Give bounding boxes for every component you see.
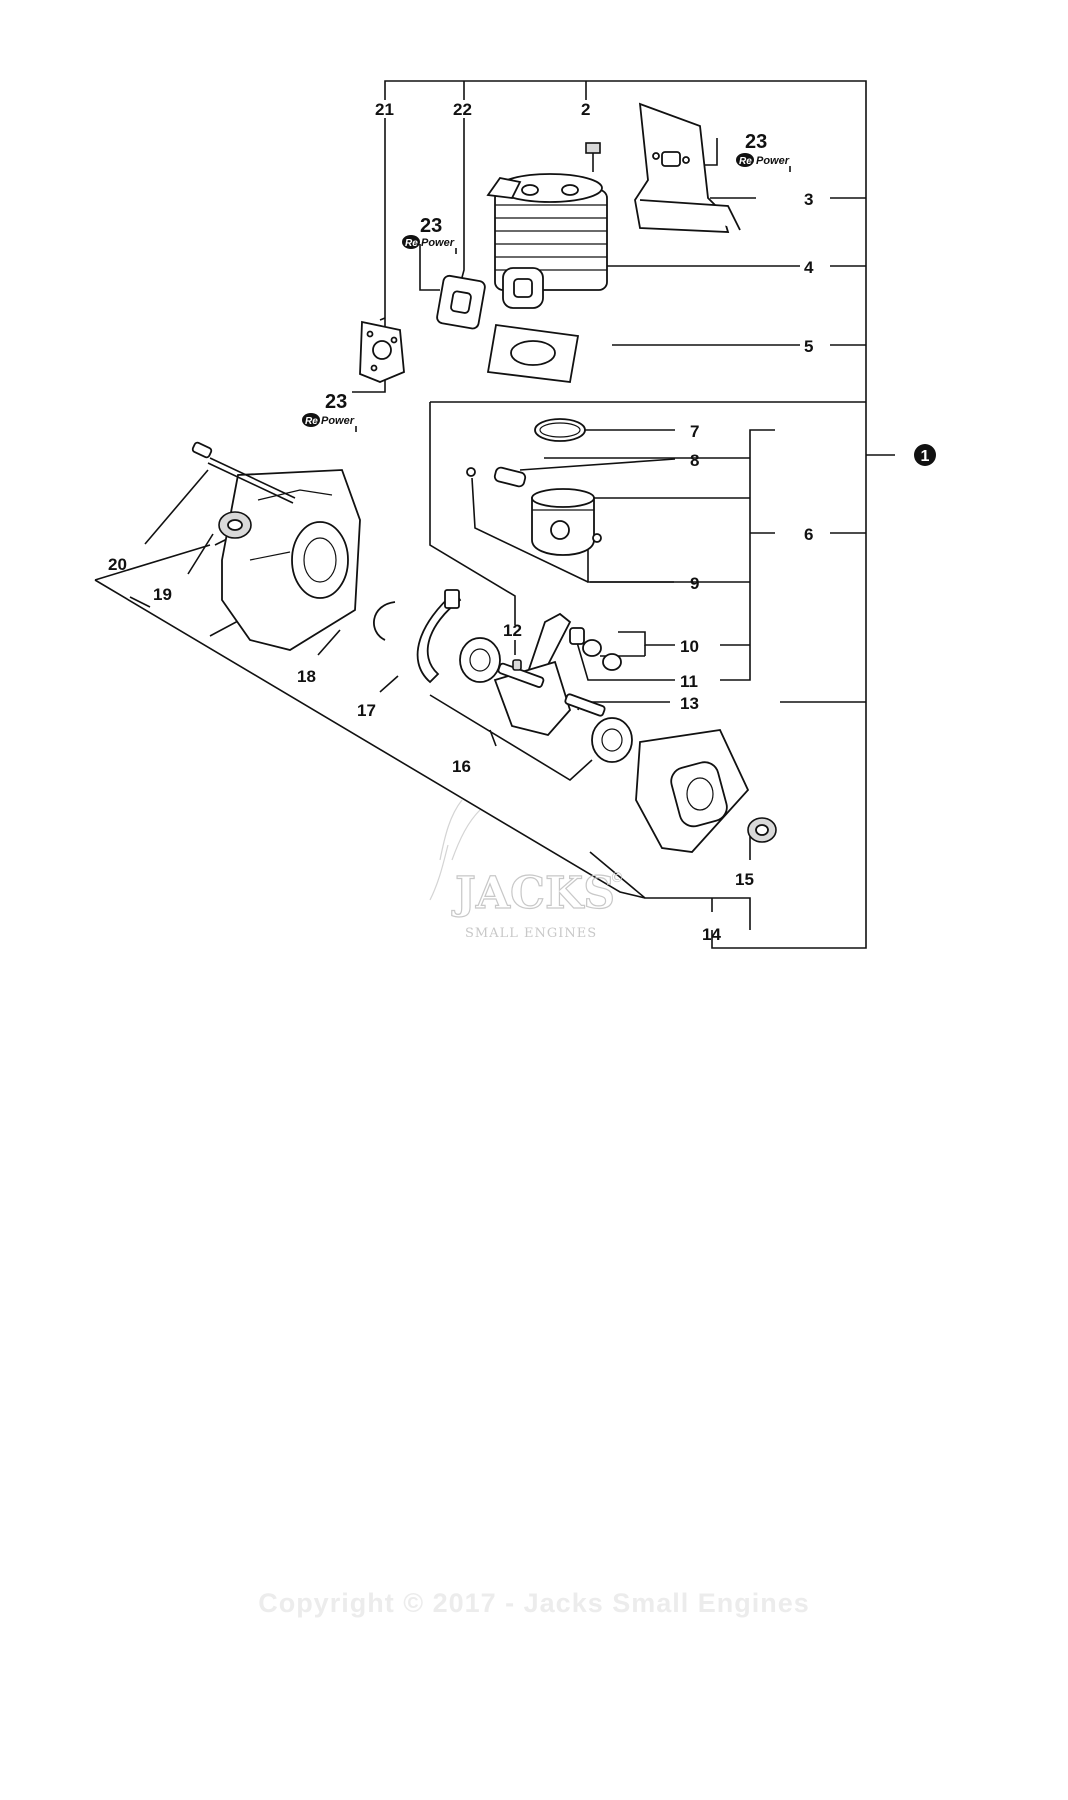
callout-13: 13 [680, 694, 699, 713]
leader-lines [94, 80, 895, 949]
callout-numbers: 21 22 2 3 4 5 7 8 6 9 10 11 12 13 15 14 … [108, 100, 936, 944]
part-washers [582, 639, 622, 671]
watermark-brand: JACKS [451, 868, 615, 919]
part-main-bearings [459, 637, 633, 763]
callout-3: 3 [804, 190, 813, 209]
callout-2: 2 [581, 100, 590, 119]
repower-word: Power [321, 415, 355, 427]
repower-badge-left: 23 Re Power [302, 391, 357, 432]
callout-4: 4 [804, 258, 814, 277]
callout-1-badge [914, 444, 936, 466]
part-needle-bearing [569, 627, 585, 645]
part-piston-pin [493, 466, 527, 488]
callout-9: 9 [690, 574, 699, 593]
callout-14: 14 [702, 925, 721, 944]
repower-re-text: Re [739, 156, 752, 167]
part-piston [531, 488, 595, 556]
watermark-registered: © [610, 870, 624, 886]
callout-20: 20 [108, 555, 127, 574]
repower-badge-middle: 23 Re Power [402, 215, 457, 254]
part-cylinder-gasket [486, 323, 580, 383]
copyright-notice: Copyright © 2017 - Jacks Small Engines [258, 1588, 810, 1618]
callout-7: 7 [690, 422, 699, 441]
callout-19: 19 [153, 585, 172, 604]
part-key [512, 659, 522, 671]
callout-23b: 23 [420, 215, 442, 237]
callout-15: 15 [735, 870, 754, 889]
part-piston-ring [534, 418, 586, 442]
repower-badge-top-right: 23 Re Power [736, 131, 791, 172]
repower-word: Power [421, 237, 455, 249]
callout-22: 22 [453, 100, 472, 119]
watermark-sub: SMALL ENGINES [465, 926, 597, 941]
callout-21: 21 [375, 100, 394, 119]
callout-16: 16 [452, 757, 471, 776]
part-circlips [466, 467, 602, 543]
part-crankshaft [493, 612, 606, 737]
callout-23a: 23 [745, 131, 767, 153]
callout-18: 18 [297, 667, 316, 686]
callout-17: 17 [357, 701, 376, 720]
part-oil-seal-right [747, 817, 777, 843]
part-bolt [191, 441, 296, 504]
part-oil-seal-left [218, 511, 252, 539]
callout-12: 12 [503, 621, 522, 640]
part-circlip-ring [373, 601, 396, 641]
jacks-watermark: JACKS SMALL ENGINES © [429, 799, 624, 941]
part-crankcase-right [635, 729, 750, 853]
callout-23c: 23 [325, 391, 347, 413]
callout-6: 6 [804, 525, 813, 544]
callout-1: 1 [921, 448, 930, 465]
repower-word: Power [756, 155, 790, 167]
part-cylinder [486, 173, 608, 309]
part-crankcase-gasket [416, 589, 462, 684]
repower-re-text: Re [305, 416, 318, 427]
part-intake-gasket [436, 274, 486, 330]
callout-11: 11 [680, 672, 698, 691]
repower-re-text: Re [405, 238, 418, 249]
part-spark-plug-screw [585, 142, 601, 172]
callout-5: 5 [804, 337, 813, 356]
part-heat-shield [634, 102, 741, 233]
part-carburetor-gasket [359, 320, 405, 383]
callout-8: 8 [690, 451, 699, 470]
callout-10: 10 [680, 637, 699, 656]
part-crankcase-left [221, 469, 361, 651]
